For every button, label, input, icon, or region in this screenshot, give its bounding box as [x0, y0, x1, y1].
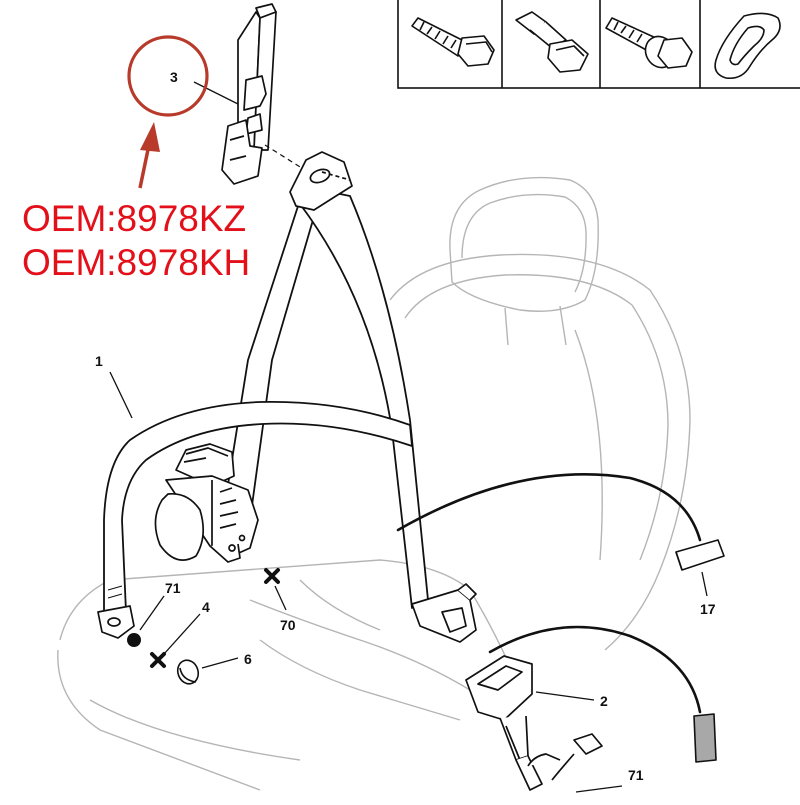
highlight-arrow-head: [140, 122, 160, 152]
leader-lines: [109, 81, 708, 793]
callout-2: 2: [600, 693, 608, 709]
flange-bolt-icon: [605, 17, 693, 69]
callout-17: 17: [700, 601, 716, 617]
callout-71-bottom: 71: [628, 767, 644, 783]
seat-buckle: [465, 655, 603, 791]
callout-70: 70: [280, 617, 296, 633]
oem-code-primary: OEM:8978KZ: [22, 198, 247, 239]
leader-rail-to-guide: [264, 144, 306, 171]
callouts: 1 3 71 4 6 70 2 17 71: [95, 69, 716, 783]
part-70-cross: [264, 568, 280, 584]
lower-anchor-plate: [97, 585, 135, 639]
upper-belt-guide: [289, 151, 353, 211]
sensor-wires: [396, 473, 702, 714]
cap-6: [176, 659, 200, 685]
spacer-washer-icon: [714, 12, 781, 80]
callout-1: 1: [95, 353, 103, 369]
callout-3: 3: [170, 69, 178, 85]
highlight-annotation: [127, 35, 209, 189]
oem-code-secondary: OEM:8978KH: [22, 242, 251, 283]
highlight-circle: [127, 35, 209, 117]
callout-71-top: 71: [165, 580, 181, 596]
callout-4: 4: [202, 599, 210, 615]
connector-17-lower: [693, 713, 717, 763]
belt-retractor: [154, 443, 259, 563]
callout-6: 6: [244, 651, 252, 667]
connector-17-upper: [675, 539, 725, 571]
bolt-icon: [411, 17, 495, 67]
belt-webbing: [103, 189, 429, 617]
shoulder-bolt-icon: [515, 11, 589, 73]
belt-tongue: [411, 583, 477, 643]
fastener-legend: [397, 0, 800, 89]
part-4-cross: [150, 652, 166, 668]
part-71-dot: [127, 633, 141, 647]
height-adjuster-rail: [221, 3, 277, 185]
